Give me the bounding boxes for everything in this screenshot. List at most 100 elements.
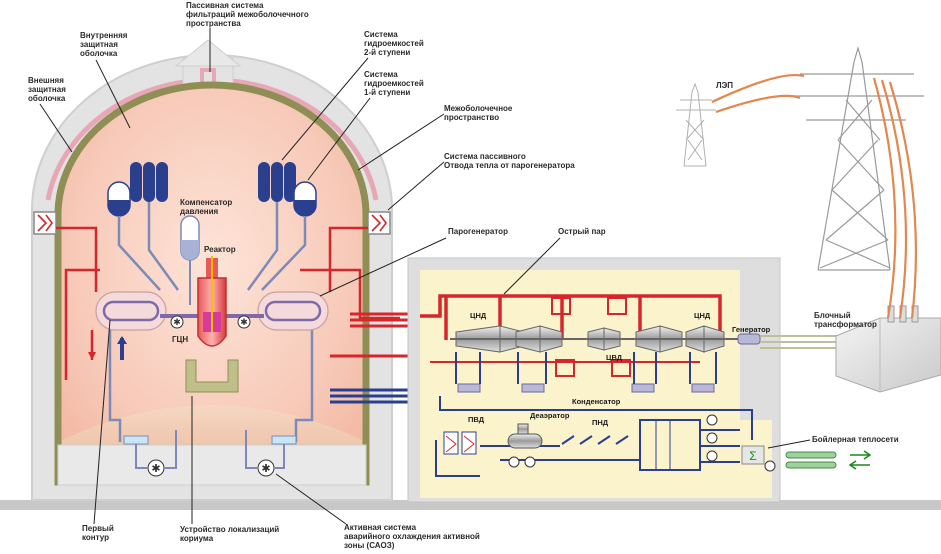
- gcn-pump-right: ✱: [237, 315, 251, 329]
- core-catcher: [185, 359, 239, 393]
- label-passive-filter-2: фильтраций межоболочечного: [186, 10, 309, 19]
- label-inner-shell-2: защитная: [80, 40, 118, 49]
- block-transformer: [835, 305, 941, 393]
- label-eccs: Активная система аварийного охлаждения а…: [275, 473, 480, 550]
- label-primary: Первый контур: [82, 319, 114, 542]
- label-core-catcher-1: Устройство локализаций: [180, 525, 279, 534]
- transmission-tower-small: [676, 82, 716, 167]
- containment-building: ✱ ✱ ✱ ✱: [31, 39, 400, 501]
- eccs-pump-left: ✱: [147, 459, 165, 477]
- label-passive-heat: Система пассивного Отвода тепла от парог…: [387, 152, 575, 211]
- steam-generator-left: [95, 291, 167, 331]
- filter-duct: [200, 68, 216, 92]
- svg-text:✱: ✱: [151, 463, 160, 475]
- condensate-pumps: [655, 414, 718, 471]
- label-outer-shell-1: Внешняя: [28, 76, 64, 85]
- label-core-catcher-2: кориума: [180, 534, 214, 543]
- label-steam-gen: Парогенератор: [319, 227, 508, 297]
- label-cnd-right: ЦНД: [694, 311, 711, 320]
- label-boiler-text: Бойлерная теплосети: [812, 435, 899, 444]
- label-gcn: ГЦН: [172, 335, 188, 344]
- label-generator: Генератор: [732, 325, 771, 334]
- label-interspace-1: Межоболочечное: [444, 104, 513, 113]
- svg-text:✱: ✱: [240, 317, 248, 327]
- label-transformer: Блочный трансформатор: [814, 311, 877, 329]
- hot-piping-inner: [56, 226, 400, 380]
- label-inner-shell-3: оболочка: [80, 49, 118, 58]
- turbine-hall: Σ: [407, 257, 872, 503]
- label-passive-heat-1: Система пассивного: [444, 152, 526, 161]
- label-passive-filter: Пассивная система фильтраций межоболочеч…: [186, 1, 309, 72]
- hydro-tanks-stage2-left: [130, 162, 168, 202]
- label-transformer-1: Блочный: [814, 311, 851, 320]
- label-deaerator: Деаэратор: [530, 411, 570, 420]
- label-eccs-3: зоны (САОЗ): [344, 541, 395, 550]
- label-hydro2-3: 2-й ступени: [364, 48, 410, 57]
- deaerator: [507, 423, 543, 468]
- label-pnd: ПНД: [592, 418, 609, 427]
- svg-text:Σ: Σ: [749, 449, 756, 463]
- label-interspace-2: пространство: [444, 113, 499, 122]
- label-live-steam-text: Острый пар: [558, 227, 606, 236]
- label-hydro1-2: гидроемкостей: [364, 79, 424, 88]
- label-boiler: Бойлерная теплосети: [767, 435, 899, 449]
- label-pressurizer-2: давления: [180, 207, 219, 216]
- svg-text:✱: ✱: [173, 317, 181, 327]
- label-inner-shell-1: Внутренняя: [80, 31, 128, 40]
- label-interspace: Межоболочечное пространство: [357, 104, 513, 171]
- condensate-piping: [435, 352, 753, 477]
- label-primary-2: контур: [82, 533, 109, 542]
- label-primary-1: Первый: [82, 524, 114, 533]
- label-passive-filter-1: Пассивная система: [186, 1, 264, 10]
- label-live-steam: Острый пар: [503, 227, 606, 295]
- label-hydro2-1: Система: [364, 30, 398, 39]
- hydro-tank-stage1-left: [107, 181, 131, 217]
- eccs-pump-right: ✱: [257, 459, 275, 477]
- gcn-pump-left: ✱: [170, 315, 184, 329]
- label-transformer-2: трансформатор: [814, 320, 877, 329]
- condensers: [457, 383, 715, 393]
- label-hydro1: Система гидроемкостей 1-й ступени: [307, 70, 424, 181]
- label-condenser: Конденсатор: [572, 397, 621, 406]
- generator-busbar: [760, 335, 840, 349]
- label-passive-heat-2: Отвода тепла от парогенератора: [444, 161, 575, 170]
- basement: [57, 444, 367, 486]
- lp-heaters: [561, 435, 629, 445]
- hydro-tank-stage1-right: [293, 181, 317, 217]
- hydro-tanks-stage2-right: [258, 162, 296, 202]
- primary-arrow-head: [117, 336, 127, 344]
- label-outer-shell: Внешняя защитная оболочка: [28, 76, 73, 153]
- label-outer-shell-3: оболочка: [28, 94, 66, 103]
- roof-vent-cap: [174, 39, 242, 67]
- label-hydro2-2: гидроемкостей: [364, 39, 424, 48]
- eccs-tank-left: [123, 435, 149, 445]
- label-hydro1-3: 1-й ступени: [364, 88, 410, 97]
- label-eccs-2: аварийного охлаждения активной: [344, 532, 480, 541]
- label-outer-shell-2: защитная: [28, 85, 66, 94]
- label-lep: ЛЭП: [716, 81, 733, 90]
- generator: [737, 333, 761, 345]
- steam-generator-right: [257, 291, 329, 331]
- hp-heaters: [443, 431, 477, 455]
- label-core-catcher: Устройство локализаций кориума: [180, 396, 279, 543]
- label-hydro2: Система гидроемкостей 2-й ступени: [281, 30, 424, 161]
- label-reactor: Реактор: [204, 245, 236, 254]
- label-pvd: ПВД: [468, 415, 485, 424]
- eccs-tank-right: [271, 435, 297, 445]
- label-inner-shell: Внутренняя защитная оболочка: [80, 31, 131, 129]
- power-lines: [711, 74, 917, 319]
- label-cvd: ЦВД: [606, 353, 623, 362]
- label-eccs-1: Активная система: [344, 523, 417, 532]
- label-steam-gen-text: Парогенератор: [448, 227, 508, 236]
- transmission-tower-large: [790, 45, 924, 271]
- svg-text:✱: ✱: [261, 463, 270, 475]
- pressurizer: [180, 215, 200, 305]
- label-pressurizer-1: Компенсатор: [180, 198, 232, 207]
- label-passive-filter-3: пространства: [186, 19, 241, 28]
- reactor-vessel: [197, 256, 227, 347]
- label-hydro1-1: Система: [364, 70, 398, 79]
- label-pressurizer: Компенсатор давления: [180, 198, 232, 216]
- ground: [0, 500, 941, 510]
